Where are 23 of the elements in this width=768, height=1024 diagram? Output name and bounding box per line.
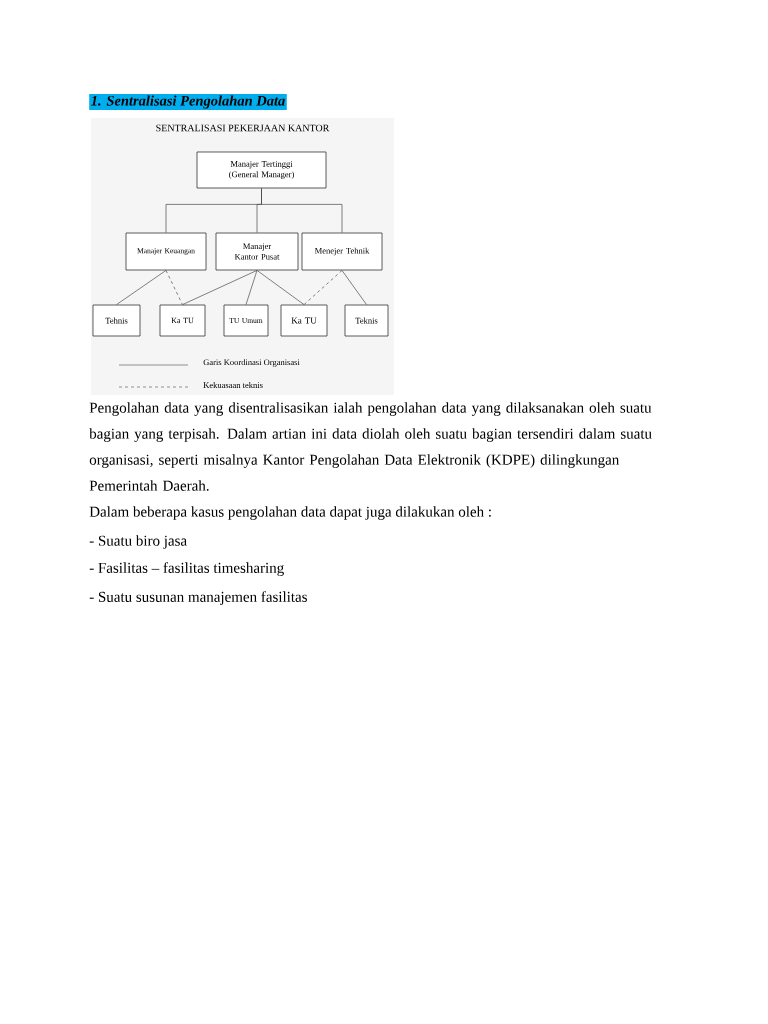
connector-line: [341, 270, 367, 305]
org-box: Manajer Kantor Pusat: [215, 232, 299, 271]
org-box: Manajer Tertinggi (General Manager): [196, 151, 327, 189]
legend-text: Garis Koordinasi Organisasi: [203, 359, 300, 367]
org-box: Teknis: [344, 304, 389, 337]
org-box: Ka TU: [159, 304, 206, 337]
org-box: Menejer Tehnik: [301, 232, 383, 271]
org-box: Ka TU: [280, 304, 328, 337]
body-text: - Suatu biro jasa: [89, 535, 187, 549]
org-box: Tehnis: [92, 304, 141, 337]
connector-line: [182, 270, 258, 305]
body-text: Dalam beberapa kasus pengolahan data dapat juga dilakukan oleh :: [89, 506, 491, 520]
body-text: Pengolahan data yang disentralisasikan ialah pengolahan data yang dilaksanakan oleh suatu bagian yang terpisah. Dalam artian ini data diolah oleh suatu bagian tersendiri dalam suatu organisasi, seperti misalnya Kantor Pengolahan Data Elektronik (KDPE) dilingkungan Pemerintah Daerah.: [89, 402, 652, 491]
connector-line: [261, 188, 343, 233]
legend-text: Kekuasaan teknis: [203, 382, 263, 388]
body-text: - Suatu susunan manajemen fasilitas: [89, 591, 307, 605]
connector-line: [303, 270, 343, 305]
connector-line: [165, 270, 183, 305]
chart-title: SENTRALISASI PEKERJAAN KANTOR: [156, 124, 330, 132]
connector-line: [256, 270, 305, 305]
connector-line: [116, 270, 167, 305]
body-text: - Fasilitas – fasilitas timesharing: [89, 562, 284, 576]
connector-line: [245, 270, 258, 305]
